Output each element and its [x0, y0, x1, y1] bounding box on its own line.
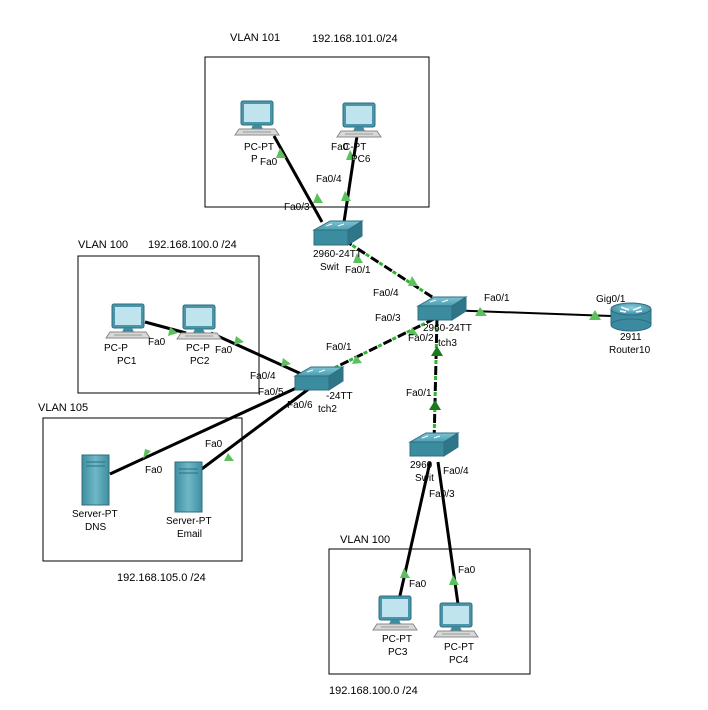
link-dns-sw2 — [109, 382, 306, 476]
port-label: Gig0/1 — [596, 294, 626, 305]
dashed-links — [325, 238, 441, 445]
subnet-label: 192.168.101.0/24 — [312, 33, 398, 45]
link-pc1-pc2 — [144, 320, 187, 335]
link-sw3-router — [444, 309, 612, 317]
vlan-area-105: VLAN 105 192.168.105.0 /24 — [38, 402, 243, 584]
subnet-label: 192.168.105.0 /24 — [117, 572, 206, 584]
device-name: tch3 — [438, 338, 457, 349]
device-name: P — [251, 154, 258, 165]
pc-icon[interactable] — [433, 602, 479, 638]
pcs — [105, 100, 479, 638]
link-status-markers-dark — [429, 346, 443, 410]
device-labels: PC-PT P C-PT PC6 PC-P PC1 PC-P PC2 PC-PT… — [72, 142, 651, 666]
link-pc6-sw1 — [342, 135, 359, 223]
link-status-dots — [325, 238, 441, 445]
port-label: Fa0 — [260, 157, 278, 168]
pc-icon[interactable] — [336, 102, 382, 138]
port-labels: Fa0 Fa0 Fa0/4 Fa0/3 Fa0 Fa0 Fa0/1 Fa0/4 … — [145, 142, 626, 590]
port-label: Fa0/1 — [326, 342, 352, 353]
device-model: PC-P — [104, 343, 128, 354]
link-sw1-sw3 — [343, 238, 441, 304]
pc-icon[interactable] — [176, 304, 222, 340]
device-name: Swit — [320, 262, 339, 273]
device-model: C-PT — [343, 142, 366, 153]
device-name: Email — [177, 529, 202, 540]
port-label: Fa0 — [409, 579, 427, 590]
pc-icon[interactable] — [105, 303, 151, 339]
switch-icon[interactable] — [312, 220, 364, 246]
switch-icon[interactable] — [293, 366, 345, 391]
link-sw3-sw4 — [432, 317, 439, 445]
port-label: Fa0/1 — [345, 265, 371, 276]
device-model: 2960 — [410, 460, 433, 471]
subnet-label: 192.168.100.0 /24 — [148, 239, 237, 251]
port-label: Fa0/3 — [375, 313, 401, 324]
device-name: PC3 — [388, 647, 408, 658]
vlan-label: VLAN 101 — [230, 32, 280, 44]
switch-icon[interactable] — [408, 432, 460, 457]
port-label: Fa0 — [205, 439, 223, 450]
device-model: Server-PT — [166, 516, 212, 527]
device-name: tch2 — [318, 404, 337, 415]
pc-icon[interactable] — [372, 595, 418, 631]
subnet-label: 192.168.100.0 /24 — [329, 685, 418, 697]
device-name: PC6 — [351, 154, 371, 165]
port-label: Fa0/3 — [284, 202, 310, 213]
device-name: PC1 — [117, 356, 137, 367]
port-label: Fa0 — [145, 465, 163, 476]
device-model: PC-P — [186, 343, 210, 354]
router-icon[interactable] — [610, 302, 652, 332]
vlan-label: VLAN 105 — [38, 402, 88, 414]
port-label: Fa0/4 — [373, 288, 399, 299]
port-label: Fa0/5 — [258, 387, 284, 398]
port-label: Fa0/1 — [406, 388, 432, 399]
port-label: Fa0/3 — [429, 489, 455, 500]
server-icon[interactable] — [174, 461, 203, 513]
port-label: Fa0/1 — [484, 293, 510, 304]
device-model: 2960-24TT — [423, 323, 472, 334]
port-label: Fa0 — [458, 565, 476, 576]
link-email-sw2 — [194, 386, 311, 476]
pc-icon[interactable] — [234, 100, 280, 136]
device-model: PC-PT — [444, 642, 474, 653]
port-label: Fa0 — [215, 345, 233, 356]
port-label: Fa0/4 — [250, 371, 276, 382]
device-model: PC-PT — [244, 142, 274, 153]
device-name: DNS — [85, 522, 106, 533]
device-model: 2911 — [620, 332, 642, 343]
vlan-area-100-left: VLAN 100 192.168.100.0 /24 — [77, 239, 260, 394]
link-pc5-sw1 — [272, 135, 324, 223]
switch-icon[interactable] — [416, 296, 468, 321]
device-name: PC4 — [449, 655, 469, 666]
device-name: Router10 — [609, 345, 651, 356]
vlan-area-100-bottom: VLAN 100 192.168.100.0 /24 — [328, 534, 531, 697]
vlan-label: VLAN 100 — [78, 239, 128, 251]
port-label: Fa0 — [148, 337, 166, 348]
device-model: -24TT — [326, 391, 353, 402]
vlan-label: VLAN 100 — [340, 534, 390, 546]
port-label: Fa0/6 — [287, 400, 313, 411]
link-pc2-sw2 — [210, 331, 309, 379]
device-model: Server-PT — [72, 509, 118, 520]
link-status-markers — [143, 148, 601, 585]
port-label: Fa0/2 — [408, 333, 434, 344]
device-name: PC2 — [190, 356, 210, 367]
device-model: 2960-24TT — [313, 249, 362, 260]
port-label: Fa0/4 — [316, 174, 342, 185]
port-label: Fa0 — [331, 142, 349, 153]
vlan-area-101: VLAN 101 192.168.101.0/24 — [204, 32, 430, 208]
port-label: Fa0/4 — [443, 466, 469, 477]
server-icon[interactable] — [81, 454, 110, 506]
device-name: Swit — [415, 473, 434, 484]
link-sw2-sw3 — [325, 316, 437, 374]
device-model: PC-PT — [382, 634, 412, 645]
